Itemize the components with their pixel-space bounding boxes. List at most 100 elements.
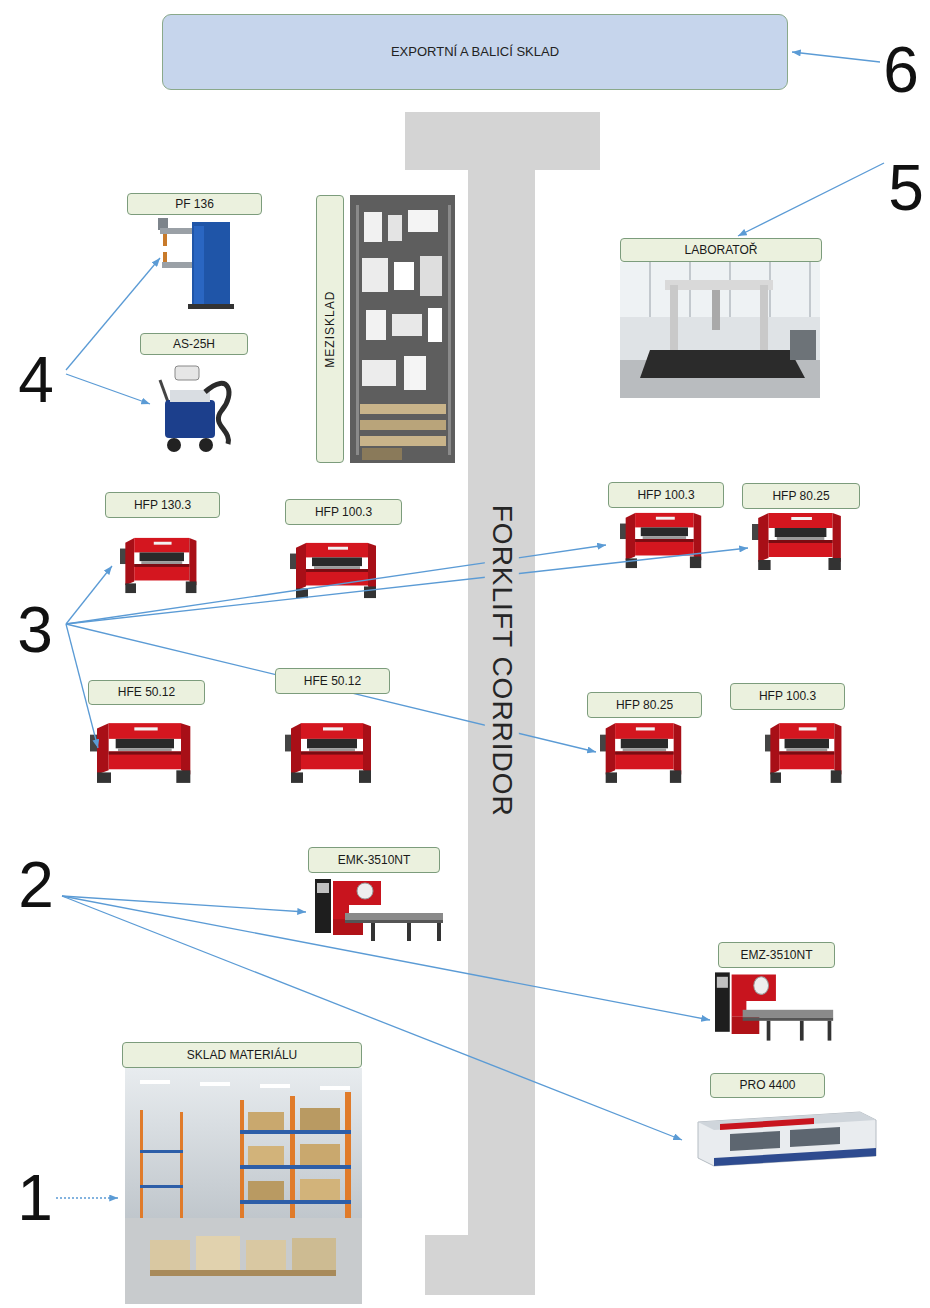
welder-pf136-picture	[163, 252, 167, 262]
interim-storage-photo	[350, 195, 455, 463]
leader-arrow	[738, 163, 884, 236]
interim-storage-photo	[364, 212, 382, 242]
material-warehouse-photo	[292, 1238, 336, 1270]
material-warehouse-photo	[248, 1112, 284, 1130]
laboratory-photo	[640, 350, 805, 378]
label-text: HFP 80.25	[616, 698, 673, 712]
welder-as25h-picture	[167, 438, 181, 452]
callout-number: 3	[17, 594, 53, 666]
welder-as25h-picture	[205, 383, 229, 444]
press-brake-picture	[120, 538, 196, 593]
interim-storage-photo	[388, 215, 402, 241]
press-brake-picture	[600, 723, 681, 783]
machine-label: PF 136	[127, 193, 262, 215]
machine-label: EMZ-3510NT	[718, 942, 835, 968]
callout-holder: 3	[17, 598, 53, 662]
label-text: PRO 4400	[739, 1078, 795, 1092]
material-warehouse-photo	[248, 1181, 284, 1200]
label-text: HFP 100.3	[759, 689, 816, 703]
machine-label: HFP 130.3	[105, 492, 220, 518]
material-warehouse-photo	[240, 1130, 351, 1134]
laser-cutter-picture	[698, 1112, 876, 1166]
interim-storage-photo	[356, 205, 359, 455]
callout-number: 6	[883, 34, 919, 106]
laboratory-photo	[620, 262, 820, 398]
callout-number: 4	[18, 344, 54, 416]
label-text: HFE 50.12	[304, 674, 361, 688]
welder-as25h-picture	[165, 400, 215, 438]
material-warehouse-photo	[125, 1068, 362, 1304]
label-text: EXPORTNÍ A BALICÍ SKLAD	[391, 44, 559, 60]
press-brake-picture	[752, 513, 841, 570]
interim-storage-photo	[360, 436, 446, 446]
machine-label: HFE 50.12	[275, 668, 390, 694]
laboratory-photo	[670, 285, 678, 351]
interim-storage-photo	[392, 314, 422, 336]
callout-number: 1	[17, 1162, 53, 1234]
machine-label: HFP 100.3	[730, 683, 845, 710]
label-text: HFP 80.25	[772, 489, 829, 503]
laboratory-photo	[790, 330, 816, 360]
machine-label: PRO 4400	[710, 1073, 825, 1098]
label-text: FORKLIFT CORRIDOR	[486, 500, 520, 820]
press-brake-picture	[765, 723, 841, 783]
label-text: LABORATOŘ	[685, 243, 758, 257]
material-warehouse-photo	[140, 1080, 170, 1084]
laboratory-photo	[760, 285, 768, 351]
material-warehouse-photo	[196, 1236, 240, 1270]
label-text: HFP 100.3	[637, 488, 694, 502]
material-warehouse-photo	[248, 1146, 284, 1165]
leader-arrow	[66, 374, 150, 404]
callout-holder: 2	[18, 853, 54, 917]
material-warehouse-photo	[140, 1150, 183, 1153]
interim-storage-photo	[428, 308, 442, 342]
material-warehouse-photo	[125, 1068, 362, 1304]
machine-label: HFE 50.12	[88, 680, 205, 705]
machine-label: SKLAD MATERIÁLU	[122, 1042, 362, 1068]
material-warehouse-photo	[180, 1112, 183, 1218]
material-warehouse-photo	[300, 1179, 340, 1200]
welder-as25h-picture	[175, 366, 199, 380]
interim-storage-photo	[350, 195, 455, 463]
material-warehouse-photo	[150, 1240, 190, 1270]
material-warehouse-photo	[300, 1108, 340, 1130]
material-warehouse-photo	[125, 1218, 362, 1304]
press-brake-picture	[285, 723, 371, 783]
machine-label: HFP 80.25	[587, 692, 702, 718]
welder-pf136-picture	[192, 222, 230, 308]
welder-pf136-picture	[188, 304, 234, 309]
interim-storage-photo	[420, 256, 442, 296]
interim-storage-photo	[362, 448, 402, 460]
label-text: EMK-3510NT	[338, 853, 411, 867]
callout-holder: 1	[17, 1166, 53, 1230]
machine-label: LABORATOŘ	[620, 238, 822, 262]
welder-pf136-picture	[162, 262, 194, 268]
label-text: HFP 100.3	[315, 505, 372, 519]
punch-press-picture	[315, 879, 443, 941]
forklift-corridor: FORKLIFT CORRIDOR	[405, 112, 600, 1295]
callout-holder: 6	[883, 38, 919, 102]
welder-pf136-picture	[158, 218, 234, 309]
laboratory-photo	[712, 290, 720, 330]
leader-arrow	[56, 1197, 118, 1198]
material-warehouse-photo	[300, 1144, 340, 1165]
press-brake-picture	[620, 513, 701, 568]
punch-press-picture	[715, 972, 833, 1040]
leader-arrow	[62, 896, 306, 912]
machine-label: HFP 100.3	[608, 482, 724, 508]
interim-storage-photo	[360, 420, 446, 430]
callout-holder: 4	[18, 348, 54, 412]
interim-storage-photo	[408, 210, 438, 232]
welder-pf136-picture	[160, 228, 194, 234]
laboratory-photo	[665, 280, 773, 290]
material-warehouse-photo	[240, 1200, 351, 1204]
press-brake-picture	[90, 723, 190, 783]
material-warehouse-photo	[290, 1096, 295, 1218]
interim-storage-photo	[394, 262, 414, 290]
interim-storage-photo	[362, 360, 396, 386]
material-warehouse-photo	[345, 1092, 351, 1218]
welder-as25h-picture	[170, 390, 210, 402]
machine-label: HFP 100.3	[285, 499, 402, 525]
machine-label: HFP 80.25	[742, 483, 860, 509]
